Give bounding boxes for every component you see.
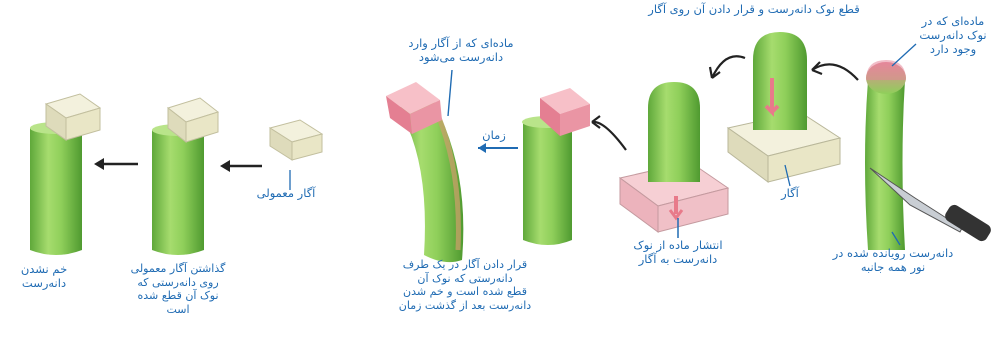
agar-block-diffused [620, 82, 728, 232]
label-agar: آگار [770, 186, 810, 200]
unbent-seedling [30, 94, 100, 255]
label-place-agar-one-side: قرار دادن آگار در یک طرف دانه‌رستی که نو… [380, 258, 550, 312]
label-substance-enters: ماده‌ای که از آگار وارد دانه‌رست می‌شود [396, 36, 526, 64]
bent-seedling [386, 82, 463, 262]
label-time: زمان [474, 128, 514, 142]
agar-block-with-tip [728, 32, 840, 182]
label-plain-agar: آگار معمولی [246, 186, 326, 200]
label-cut-and-place: قطع نوک دانه‌رست و قرار دادن آن روی آگار [604, 2, 904, 16]
label-tip-substance: ماده‌ای که در نوک دانه‌رست وجود دارد [912, 14, 994, 56]
cut-seedling-with-agar [522, 88, 590, 245]
label-spread: انتشار ماده از نوک دانه‌رست به آگار [618, 238, 738, 266]
cut-seedling-plain-agar [152, 98, 218, 255]
intact-seedling [865, 60, 906, 250]
label-not-bent: خم نشدن دانه‌رست [4, 262, 84, 290]
plain-agar-block [270, 120, 322, 160]
label-place-plain-agar: گذاشتن آگار معمولی روی دانه‌رستی که نوک … [118, 262, 238, 316]
label-seedling-uniform-light: دانه‌رست رویانده شده در نور همه جانبه [818, 246, 968, 274]
